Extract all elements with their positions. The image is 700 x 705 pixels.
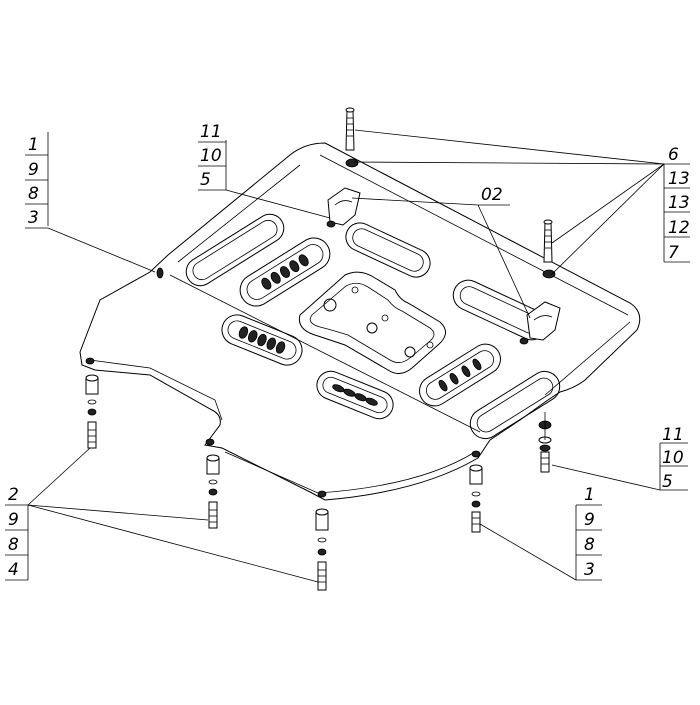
plate-openings bbox=[185, 213, 561, 440]
plate-bend-right bbox=[544, 321, 631, 396]
bracket-left bbox=[326, 187, 361, 228]
plate-bend-mid bbox=[169, 274, 481, 433]
callout-label: 10 bbox=[662, 448, 684, 468]
callout-stack-right-mid: 11 10 5 bbox=[544, 412, 688, 492]
slot-upper-left bbox=[185, 213, 285, 287]
callout-stack-bottom-left: 2 9 8 4 bbox=[5, 447, 319, 583]
fastener-stack-1 bbox=[85, 374, 99, 449]
callout-stack-top-left: 1 9 8 3 bbox=[25, 132, 156, 273]
plate-outline bbox=[79, 142, 641, 501]
plate-holes bbox=[85, 158, 556, 498]
callout-label: 1 bbox=[584, 485, 595, 505]
callout-stack-top-mid: 11 10 5 bbox=[198, 122, 331, 219]
slot-ovals-right bbox=[419, 343, 501, 407]
callout-label: 11 bbox=[200, 122, 222, 142]
slot-right-lower bbox=[469, 370, 561, 440]
callout-stack-bottom-right: 1 9 8 3 bbox=[479, 485, 602, 581]
slot-ovals-upper bbox=[239, 237, 331, 307]
callout-label: 02 bbox=[481, 185, 503, 205]
callout-label: 13 bbox=[668, 193, 690, 213]
callout-label: 9 bbox=[28, 160, 39, 180]
callout-label: 6 bbox=[668, 145, 679, 165]
callout-label: 4 bbox=[8, 560, 19, 580]
callout-label: 5 bbox=[662, 472, 673, 492]
callout-label: 11 bbox=[662, 425, 684, 445]
callout-label: 8 bbox=[8, 535, 19, 555]
plate-front-lip bbox=[224, 451, 476, 494]
callout-label: 5 bbox=[200, 170, 211, 190]
callout-label: 12 bbox=[668, 218, 690, 238]
plate-bend-left bbox=[177, 164, 301, 263]
slot-top-center bbox=[345, 222, 431, 278]
top-bolt-left bbox=[345, 107, 355, 151]
callout-label: 2 bbox=[8, 485, 19, 505]
callout-label: 8 bbox=[584, 535, 595, 555]
callout-label: 9 bbox=[584, 510, 595, 530]
callout-label: 3 bbox=[584, 560, 595, 580]
fastener-stack-3 bbox=[315, 508, 329, 591]
callout-label: 13 bbox=[668, 169, 690, 189]
right-bolt-assembly bbox=[538, 436, 552, 473]
plate-bend-front bbox=[89, 359, 223, 421]
callout-center-02: 02 bbox=[351, 185, 531, 319]
center-cutout bbox=[298, 271, 446, 374]
callout-label: 8 bbox=[28, 184, 39, 204]
plate-rim-top bbox=[319, 154, 629, 316]
callout-stack-top-right: 6 13 13 12 7 bbox=[353, 129, 690, 276]
callout-label: 1 bbox=[28, 135, 39, 155]
callout-label: 9 bbox=[8, 510, 19, 530]
top-bolt-right bbox=[543, 219, 553, 263]
bracket-right bbox=[519, 301, 561, 345]
callout-label: 7 bbox=[668, 243, 679, 263]
slot-ovals-lower-left bbox=[221, 314, 303, 366]
fastener-stack-4 bbox=[469, 464, 483, 533]
callout-label: 3 bbox=[28, 208, 39, 228]
callout-label: 10 bbox=[200, 146, 222, 166]
slot-ovals-bottom bbox=[316, 370, 394, 420]
fastener-stack-2 bbox=[206, 454, 220, 529]
